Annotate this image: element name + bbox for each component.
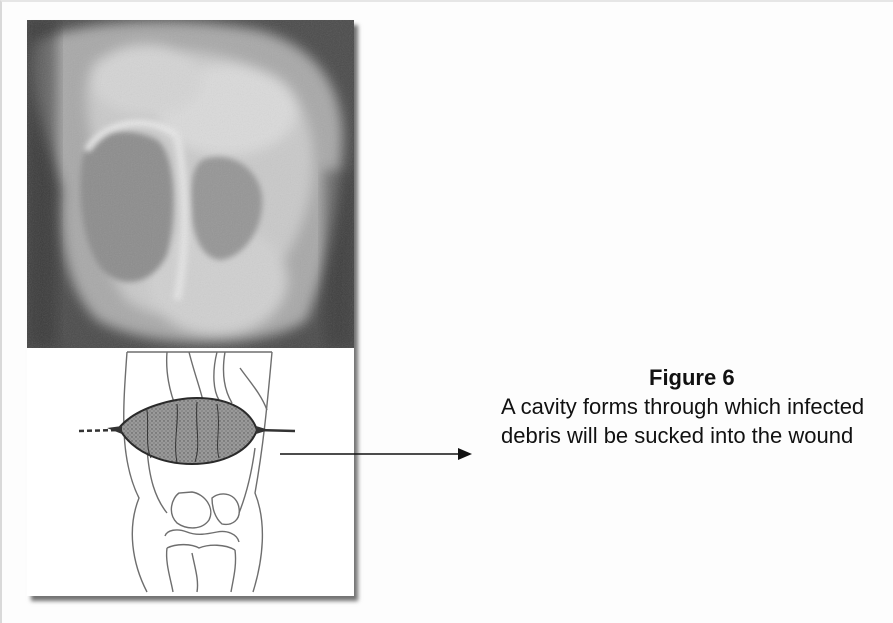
figure-caption: Figure 6 A cavity forms through which in… [501,364,891,450]
xray-image [27,20,354,348]
pointer-arrow [272,442,482,466]
figure-title: Figure 6 [501,364,891,392]
knee-drawing [27,348,354,596]
figure-caption-text: A cavity forms through which infected de… [501,392,886,450]
figure-panel [27,20,354,596]
